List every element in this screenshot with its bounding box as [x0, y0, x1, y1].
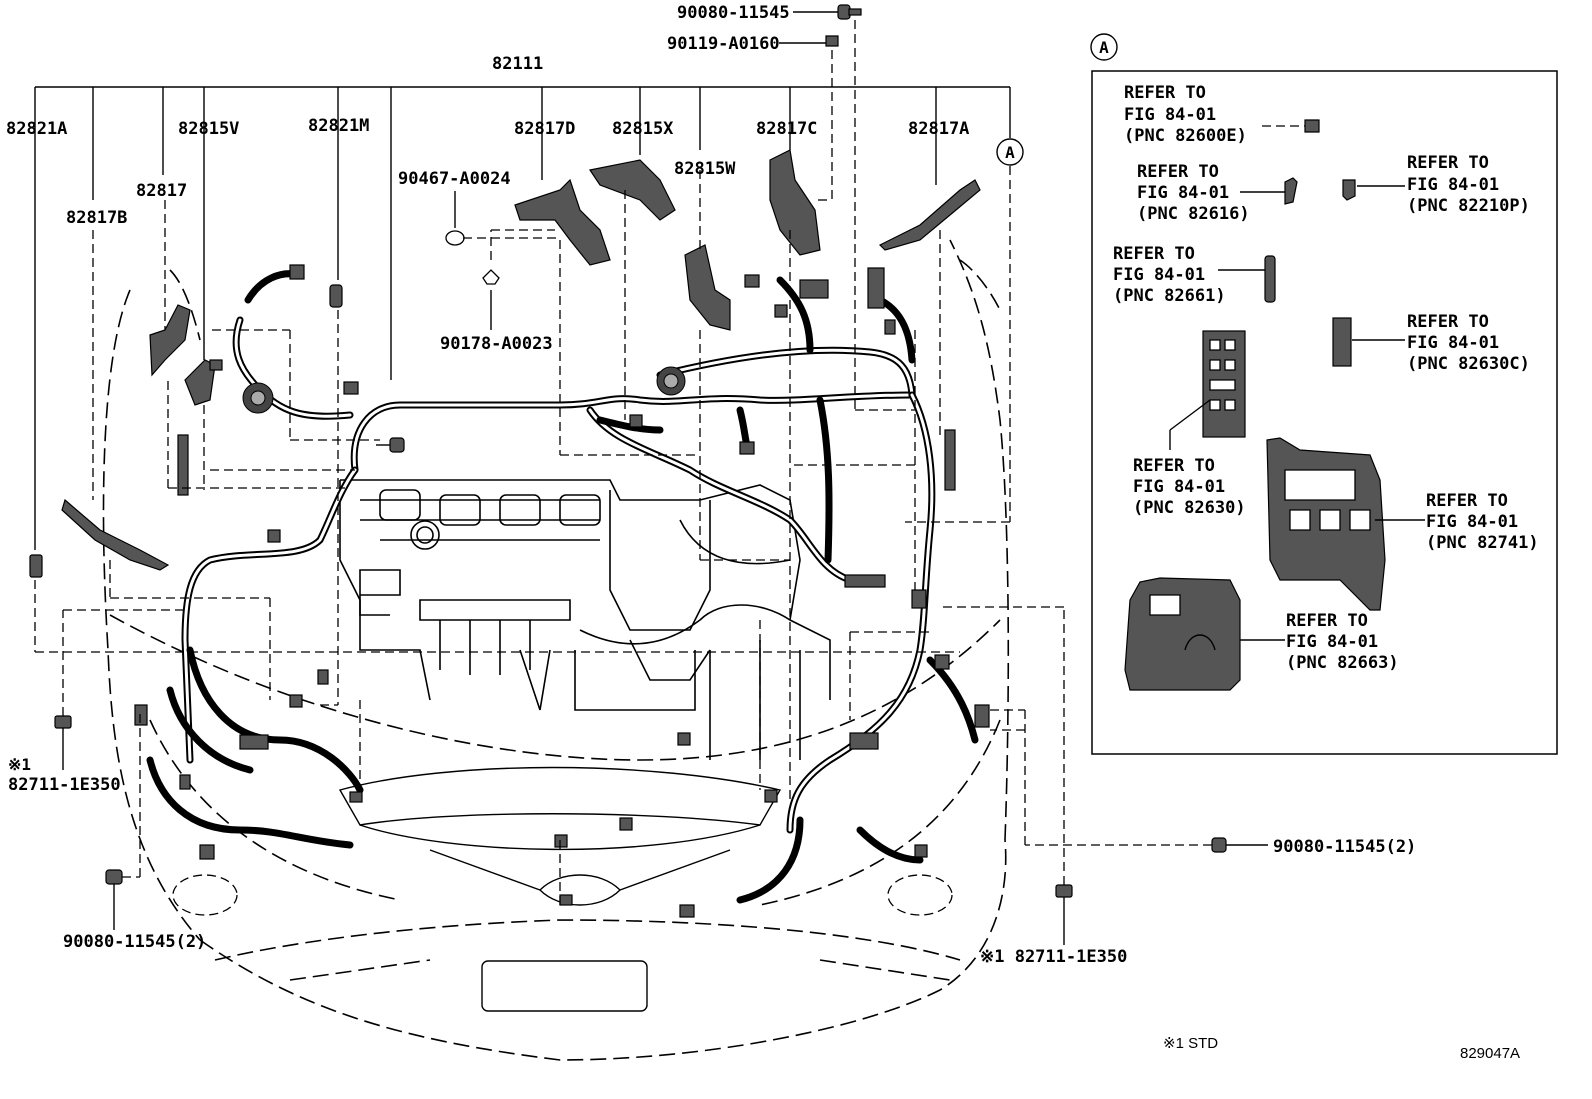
- callout-a-detail: A: [1090, 33, 1118, 61]
- protector-82817: [149, 304, 191, 377]
- detail-ref-82663: REFER TO FIG 84-01 (PNC 82663): [1124, 577, 1399, 691]
- ref-82663-fig: FIG 84-01: [1286, 632, 1378, 652]
- ref-82741-pnc: (PNC 82741): [1426, 533, 1539, 553]
- detail-ref-82630C: REFER TO FIG 84-01 (PNC 82630C): [1332, 312, 1530, 374]
- detail-ref-82210P: REFER TO FIG 84-01 (PNC 82210P): [1342, 153, 1530, 216]
- ref-82630C-pnc: (PNC 82630C): [1407, 354, 1530, 374]
- detail-ref-82600E: REFER TO FIG 84-01 (PNC 82600E): [1124, 83, 1320, 146]
- fastener-90178: [482, 229, 555, 330]
- ref-82600E-refer: REFER TO: [1124, 83, 1206, 103]
- part-82817B-label: 82817B: [66, 208, 127, 228]
- harness-leader-lines: [34, 112, 1026, 905]
- ref-82630-refer: REFER TO: [1133, 456, 1215, 476]
- protector-82817C: [769, 149, 821, 256]
- protector-82821M: [329, 284, 343, 308]
- ref-82616-refer: REFER TO: [1137, 162, 1219, 182]
- ref-82661-fig: FIG 84-01: [1113, 265, 1205, 285]
- vehicle-body-outline: [102, 239, 1010, 1061]
- bolt-90080-left: [105, 710, 141, 930]
- part-82817A-label: 82817A: [908, 119, 969, 139]
- detail-ref-82630: REFER TO FIG 84-01 (PNC 82630): [1133, 330, 1246, 518]
- part-82817-label: 82817: [136, 181, 187, 201]
- ref-82616-fig: FIG 84-01: [1137, 183, 1229, 203]
- bolt-90080-right: [990, 729, 1268, 853]
- detail-ref-82741: REFER TO FIG 84-01 (PNC 82741): [1266, 437, 1539, 611]
- ref-82600E-fig: FIG 84-01: [1124, 105, 1216, 125]
- ref-82630C-refer: REFER TO: [1407, 312, 1489, 332]
- protector-82817D: [514, 178, 611, 266]
- ref-82741-fig: FIG 84-01: [1426, 512, 1518, 532]
- callout-a-harness: A: [996, 138, 1024, 166]
- part-82711-right-label: ※1 82711-1E350: [980, 947, 1127, 967]
- protector-82815V: [184, 359, 216, 406]
- part-90080-right-label: 90080-11545(2): [1273, 837, 1416, 857]
- part-82711-left-label: 82711-1E350: [8, 775, 121, 795]
- bolt-82711-right: [940, 606, 1073, 945]
- ref-82630-fig: FIG 84-01: [1133, 477, 1225, 497]
- figure-id: 829047A: [1460, 1045, 1520, 1062]
- protector-82817A: [878, 179, 981, 251]
- ref-82616-pnc: (PNC 82616): [1137, 204, 1250, 224]
- bolt-82711-left: [54, 609, 185, 770]
- part-82711-left-mark: ※1: [8, 755, 31, 774]
- ref-82210P-pnc: (PNC 82210P): [1407, 196, 1530, 216]
- part-90080-left-label: 90080-11545(2): [63, 932, 206, 952]
- part-82817D-label: 82817D: [514, 119, 575, 139]
- detail-ref-82661: REFER TO FIG 84-01 (PNC 82661): [1113, 244, 1276, 306]
- part-90467-label: 90467-A0024: [398, 169, 511, 189]
- callout-a-harness-letter: A: [1005, 143, 1015, 162]
- detail-a-panel: [1091, 70, 1558, 755]
- ref-82210P-refer: REFER TO: [1407, 153, 1489, 173]
- fastener-90467: [445, 191, 560, 246]
- ref-82663-refer: REFER TO: [1286, 611, 1368, 631]
- part-90080-top-label: 90080-11545: [677, 3, 790, 23]
- part-82817C-label: 82817C: [756, 119, 817, 139]
- protector-82815X: [589, 159, 676, 221]
- part-82815V-label: 82815V: [178, 119, 239, 139]
- protector-82817B: [61, 498, 170, 571]
- callout-a-detail-letter: A: [1099, 38, 1109, 57]
- detail-ref-82616: REFER TO FIG 84-01 (PNC 82616): [1137, 162, 1298, 224]
- part-82815W-label: 82815W: [674, 159, 736, 179]
- part-90119-label: 90119-A0160: [667, 34, 780, 54]
- harness-connectors: [134, 264, 990, 918]
- bolt-90080-center: [376, 437, 405, 453]
- ref-82210P-fig: FIG 84-01: [1407, 175, 1499, 195]
- part-82111-label: 82111: [492, 54, 543, 74]
- top-fastener-leaders: [779, 4, 862, 330]
- part-90178-label: 90178-A0023: [440, 334, 553, 354]
- footnote: ※1 STD: [1163, 1035, 1218, 1052]
- ref-82661-pnc: (PNC 82661): [1113, 286, 1226, 306]
- ref-82741-refer: REFER TO: [1426, 491, 1508, 511]
- connector-82821A: [29, 554, 43, 578]
- part-82821A-label: 82821A: [6, 119, 67, 139]
- main-part-bracket: [34, 86, 1011, 380]
- ref-82663-pnc: (PNC 82663): [1286, 653, 1399, 673]
- part-82821M-label: 82821M: [308, 116, 369, 136]
- engine-block: [339, 479, 831, 760]
- wire-harness: [146, 270, 979, 904]
- part-82815X-label: 82815X: [612, 119, 674, 139]
- ref-82630C-fig: FIG 84-01: [1407, 333, 1499, 353]
- ref-82630-pnc: (PNC 82630): [1133, 498, 1246, 518]
- ref-82661-refer: REFER TO: [1113, 244, 1195, 264]
- ref-82600E-pnc: (PNC 82600E): [1124, 126, 1247, 146]
- grommets: [242, 366, 686, 414]
- protector-82815W: [684, 244, 731, 331]
